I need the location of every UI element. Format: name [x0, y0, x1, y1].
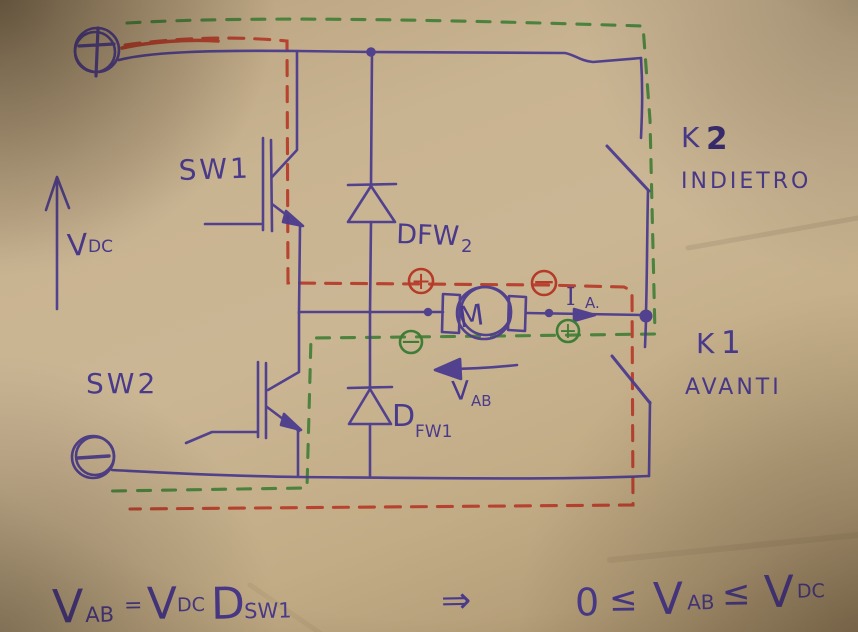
red-minus-mark: −	[530, 265, 558, 298]
dfw2-diode	[346, 50, 398, 315]
minus-icon	[76, 454, 111, 460]
red-plus-mark: +	[407, 267, 435, 295]
ia-label-sub: A.	[585, 294, 600, 312]
eq-rhs-sub: DC	[797, 580, 825, 602]
eq-leq1: ≤	[609, 579, 638, 619]
green-minus-sign: −	[400, 327, 422, 357]
eq-duty-sub: SW1	[244, 598, 292, 623]
green-minus-mark: −	[398, 327, 424, 357]
k1-direction-label: AVANTI	[685, 375, 782, 400]
top-rail-wire	[117, 49, 643, 64]
k2-switch	[605, 56, 651, 314]
motor-terminal-b-dot	[544, 308, 554, 318]
eq-implies: ⇒	[441, 580, 472, 622]
green-current-path	[110, 17, 657, 493]
dfw1-label-sub: FW1	[415, 422, 452, 442]
vab-arrow	[433, 357, 519, 381]
green-plus-mark: +	[555, 318, 581, 344]
eq-vdc-main: V	[147, 578, 178, 630]
k1-number: 1	[721, 325, 741, 361]
eq-zero: 0	[575, 580, 600, 624]
dfw1-label-main: D	[392, 399, 415, 434]
sw1-label: SW1	[178, 151, 251, 187]
eq-vdc-sub: DC	[177, 594, 205, 616]
dfw2-label-sub: 2	[461, 236, 472, 257]
vdc-label-sub: DC	[88, 237, 113, 257]
eq-leq2: ≤	[722, 573, 751, 613]
motor-terminal-a-dot	[423, 307, 433, 317]
ia-label-main: I	[566, 283, 575, 311]
equation: V AB = V DC D SW1 ⇒ 0 ≤ V AB ≤ V DC	[52, 567, 825, 632]
red-minus-sign: −	[532, 265, 555, 298]
junction-dot-right	[639, 309, 653, 323]
eq-mid-sub: AB	[687, 590, 715, 614]
eq-duty-main: D	[211, 578, 246, 630]
k2-label: K	[681, 121, 700, 154]
motor-m-label: M	[457, 297, 487, 334]
battery-negative-terminal	[70, 434, 116, 480]
eq-rhs-main: V	[763, 567, 794, 619]
sw2-transistor	[184, 311, 303, 478]
circuit-wires	[44, 26, 653, 480]
vab-label-sub: AB	[471, 392, 492, 410]
eq-lhs-sub: AB	[85, 603, 114, 627]
vab-label-main: V	[451, 376, 471, 407]
dfw2-label-main: DFW	[396, 219, 460, 252]
k1-label: K	[696, 327, 715, 360]
labels: V DC SW1 SW2 DFW 2 D FW1 M K 2 INDIETRO …	[66, 121, 811, 442]
k2-direction-label: INDIETRO	[681, 169, 811, 194]
eq-lhs-main: V	[52, 579, 85, 632]
eq-equals: =	[124, 593, 143, 618]
bottom-rail-wire	[110, 468, 651, 480]
vdc-label-main: V	[66, 228, 89, 264]
vdc-arrow	[44, 175, 71, 311]
k2-number: 2	[706, 121, 728, 157]
battery-positive-terminal	[73, 26, 121, 78]
k1-switch	[610, 319, 652, 478]
eq-mid-main: V	[653, 574, 684, 626]
red-plus-sign: +	[411, 267, 431, 295]
sw2-label: SW2	[86, 367, 158, 400]
green-plus-sign: +	[559, 319, 577, 344]
